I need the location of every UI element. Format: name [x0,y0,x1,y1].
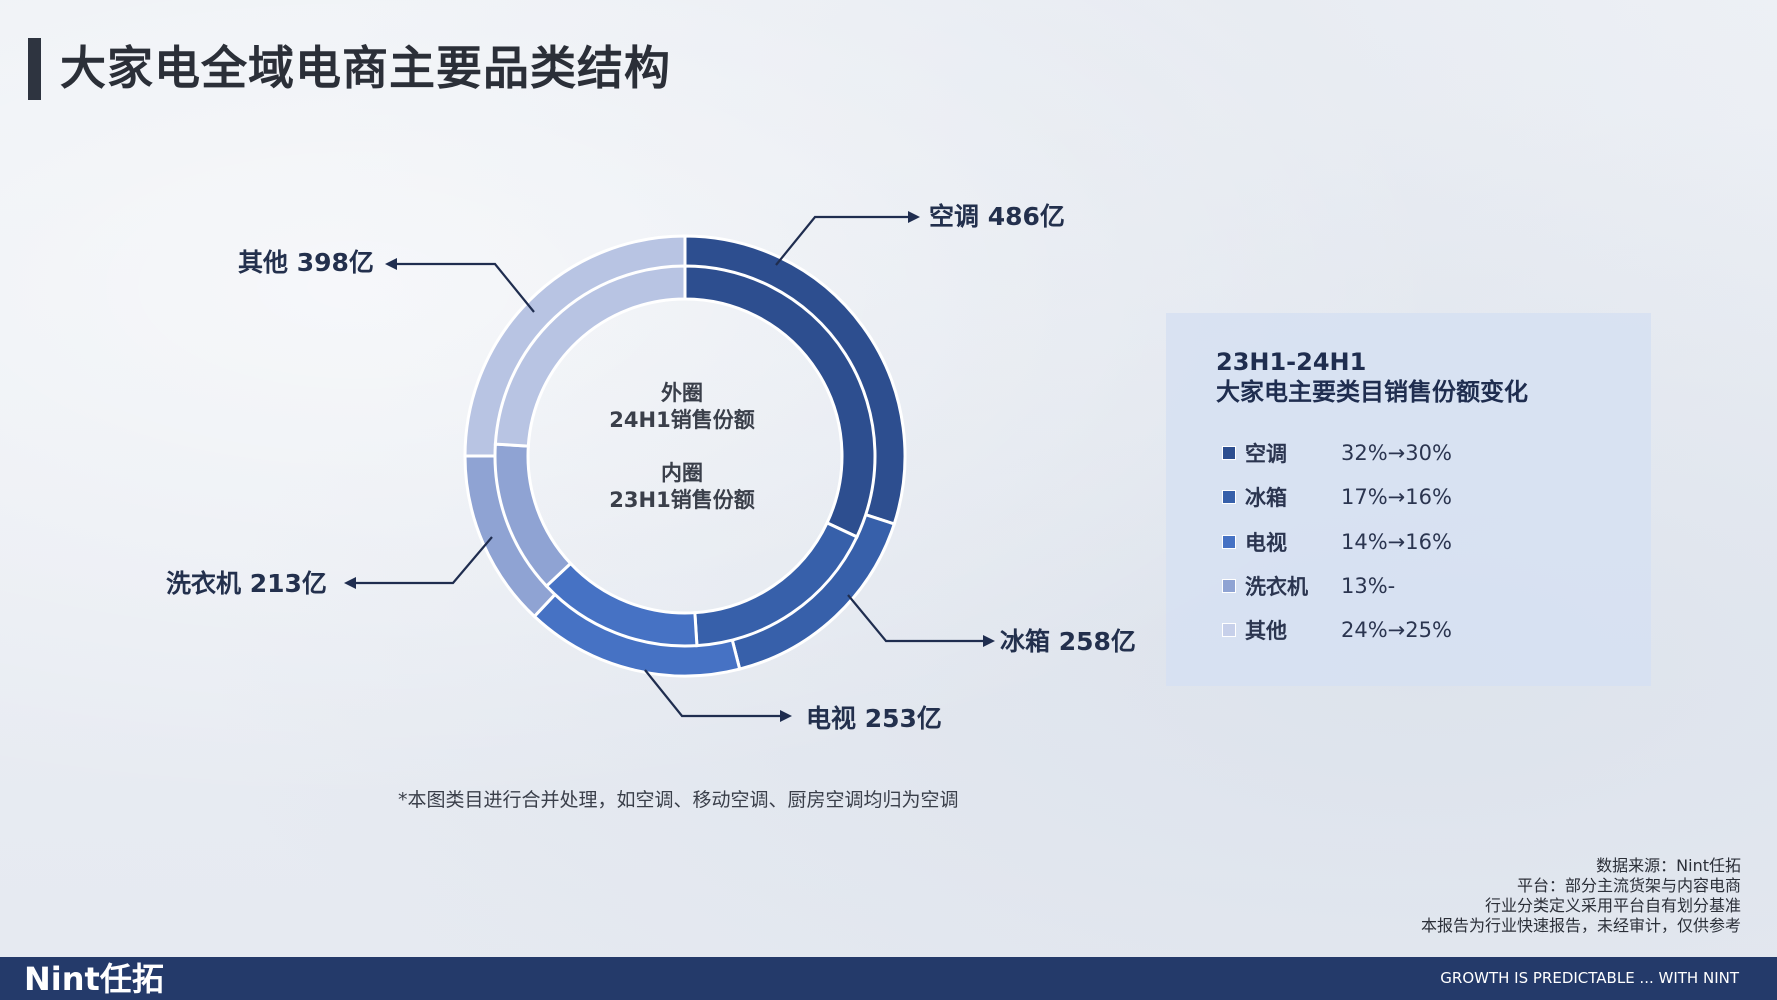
legend-swatch [1222,535,1236,549]
leader-line-ac [775,215,910,266]
source-line: 本报告为行业快速报告，未经审计，仅供参考 [1420,916,1741,935]
outer-ring-caption: 外圈 24H1销售份额 [572,380,792,434]
leader-line-other [395,262,535,313]
leader-line-washer-arrowhead [344,577,356,589]
legend-row-ac: 空调 32%→30% [1222,438,1452,468]
legend-row-tv: 电视 14%→16% [1222,527,1452,557]
legend-row-washer: 洗衣机 13%- [1222,571,1395,601]
data-source: 数据来源：Nint任拓 平台：部分主流货架与内容电商 行业分类定义采用平台自有划… [1421,856,1741,936]
outer-ring-caption-line1: 外圈 [661,381,703,405]
legend-row-other: 其他 24%→25% [1222,615,1452,645]
panel-title-line1: 23H1-24H1 [1216,348,1367,376]
source-line: 数据来源：Nint任拓 [1596,856,1741,875]
footer-bar: Nint任拓 GROWTH IS PREDICTABLE ... WITH NI… [0,957,1777,1000]
page-title: 大家电全域电商主要品类结构 [60,41,671,95]
share-change-panel: 23H1-24H1 大家电主要类目销售份额变化 空调 32%→30% 冰箱 17… [1166,313,1651,686]
legend-name: 空调 [1245,442,1287,466]
inner-ring-caption-line2: 23H1销售份额 [609,488,755,512]
double-donut-chart [344,211,995,722]
callout-label-washer: 洗衣机 213亿 [166,569,327,598]
callout-label-tv: 电视 253亿 [806,704,942,733]
legend-name: 冰箱 [1245,486,1287,510]
callout-label-other: 其他 398亿 [238,248,374,277]
source-line: 平台：部分主流货架与内容电商 [1516,876,1741,895]
legend-change: 13%- [1341,574,1396,598]
legend-swatch [1222,623,1236,637]
inner-ring-caption: 内圈 23H1销售份额 [572,460,792,514]
nint-logo: Nint任拓 [24,960,164,998]
inner-ring-caption-line1: 内圈 [661,461,703,485]
callout-label-fridge: 冰箱 258亿 [1000,627,1136,656]
legend-change: 14%→16% [1341,530,1452,554]
legend-row-fridge: 冰箱 17%→16% [1222,482,1452,512]
leader-line-ac-arrowhead [908,211,920,223]
panel-title-line2: 大家电主要类目销售份额变化 [1216,378,1528,406]
leader-line-other-arrowhead [385,258,397,270]
leader-line-tv [644,669,782,718]
source-line: 行业分类定义采用平台自有划分基准 [1484,896,1741,915]
legend-swatch [1222,579,1236,593]
outer-ring-caption-line2: 24H1销售份额 [609,408,755,432]
footer-slogan: GROWTH IS PREDICTABLE ... WITH NINT [1440,969,1739,987]
legend-swatch [1222,446,1236,460]
legend-swatch [1222,490,1236,504]
legend-name: 其他 [1245,619,1287,643]
legend-name: 洗衣机 [1245,575,1308,599]
chart-footnote: *本图类目进行合并处理，如空调、移动空调、厨房空调均归为空调 [398,789,959,811]
legend-change: 24%→25% [1341,618,1452,642]
leader-line-fridge [847,594,985,643]
leader-line-washer [354,536,493,585]
legend-change: 32%→30% [1341,441,1452,465]
panel-title: 23H1-24H1 大家电主要类目销售份额变化 [1216,347,1528,407]
legend-name: 电视 [1245,531,1287,555]
callout-label-ac: 空调 486亿 [929,202,1065,231]
inner-ring-slice-4 [493,264,687,448]
leader-line-tv-arrowhead [780,710,792,722]
leader-line-fridge-arrowhead [983,635,995,647]
title-accent-bar [28,38,41,100]
legend-change: 17%→16% [1341,485,1452,509]
